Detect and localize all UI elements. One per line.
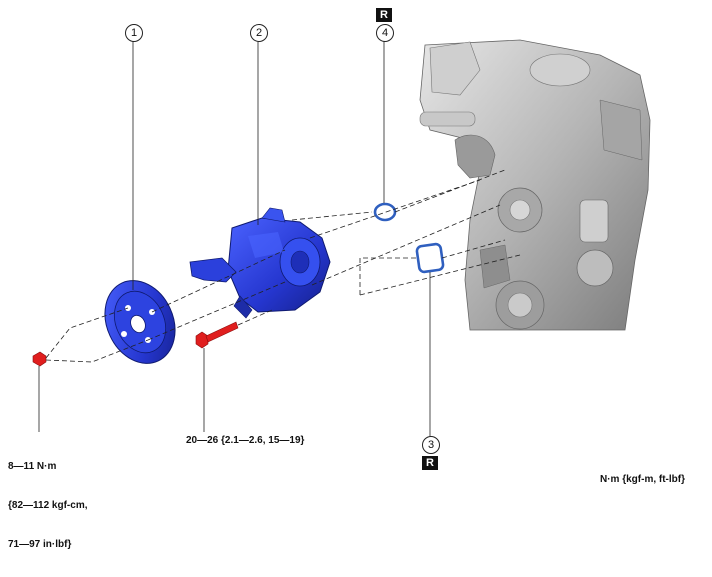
power-steering-pump-part <box>189 207 331 319</box>
callout-number-3: 3 <box>422 436 440 454</box>
pulley-bolt-torque-spec: 8—11 N·m {82—112 kgf-cm, 71—97 in·lbf} <box>8 434 88 577</box>
pulley-torque-line2: {82—112 kgf-cm, <box>8 500 88 511</box>
o-ring-part <box>373 202 397 222</box>
exploded-view-drawing <box>32 39 651 436</box>
pump-bolt <box>195 321 239 349</box>
assembly-dashed-lines <box>45 169 521 363</box>
diagram-stage: 1 2 4 3 R R 8—11 N·m {82—112 kgf-cm, 71—… <box>8 8 685 550</box>
replace-badge-bottom: R <box>422 456 438 470</box>
units-legend: N·m {kgf-m, ft-lbf} <box>600 474 685 485</box>
engine-block <box>419 39 651 331</box>
replace-badge-top: R <box>376 8 392 22</box>
pulley-bolt <box>32 351 47 367</box>
callout-number-4: 4 <box>376 24 394 42</box>
pulley-part <box>104 280 176 364</box>
callout-number-2: 2 <box>250 24 268 42</box>
pulley-torque-line1: 8—11 N·m <box>8 461 57 472</box>
callout-leader-lines <box>38 40 431 436</box>
pump-bolt-torque-spec: 20—26 {2.1—2.6, 15—19} <box>186 435 305 446</box>
callout-number-1: 1 <box>125 24 143 42</box>
pulley-torque-line3: 71—97 in·lbf} <box>8 539 72 550</box>
gasket-part <box>415 242 445 274</box>
